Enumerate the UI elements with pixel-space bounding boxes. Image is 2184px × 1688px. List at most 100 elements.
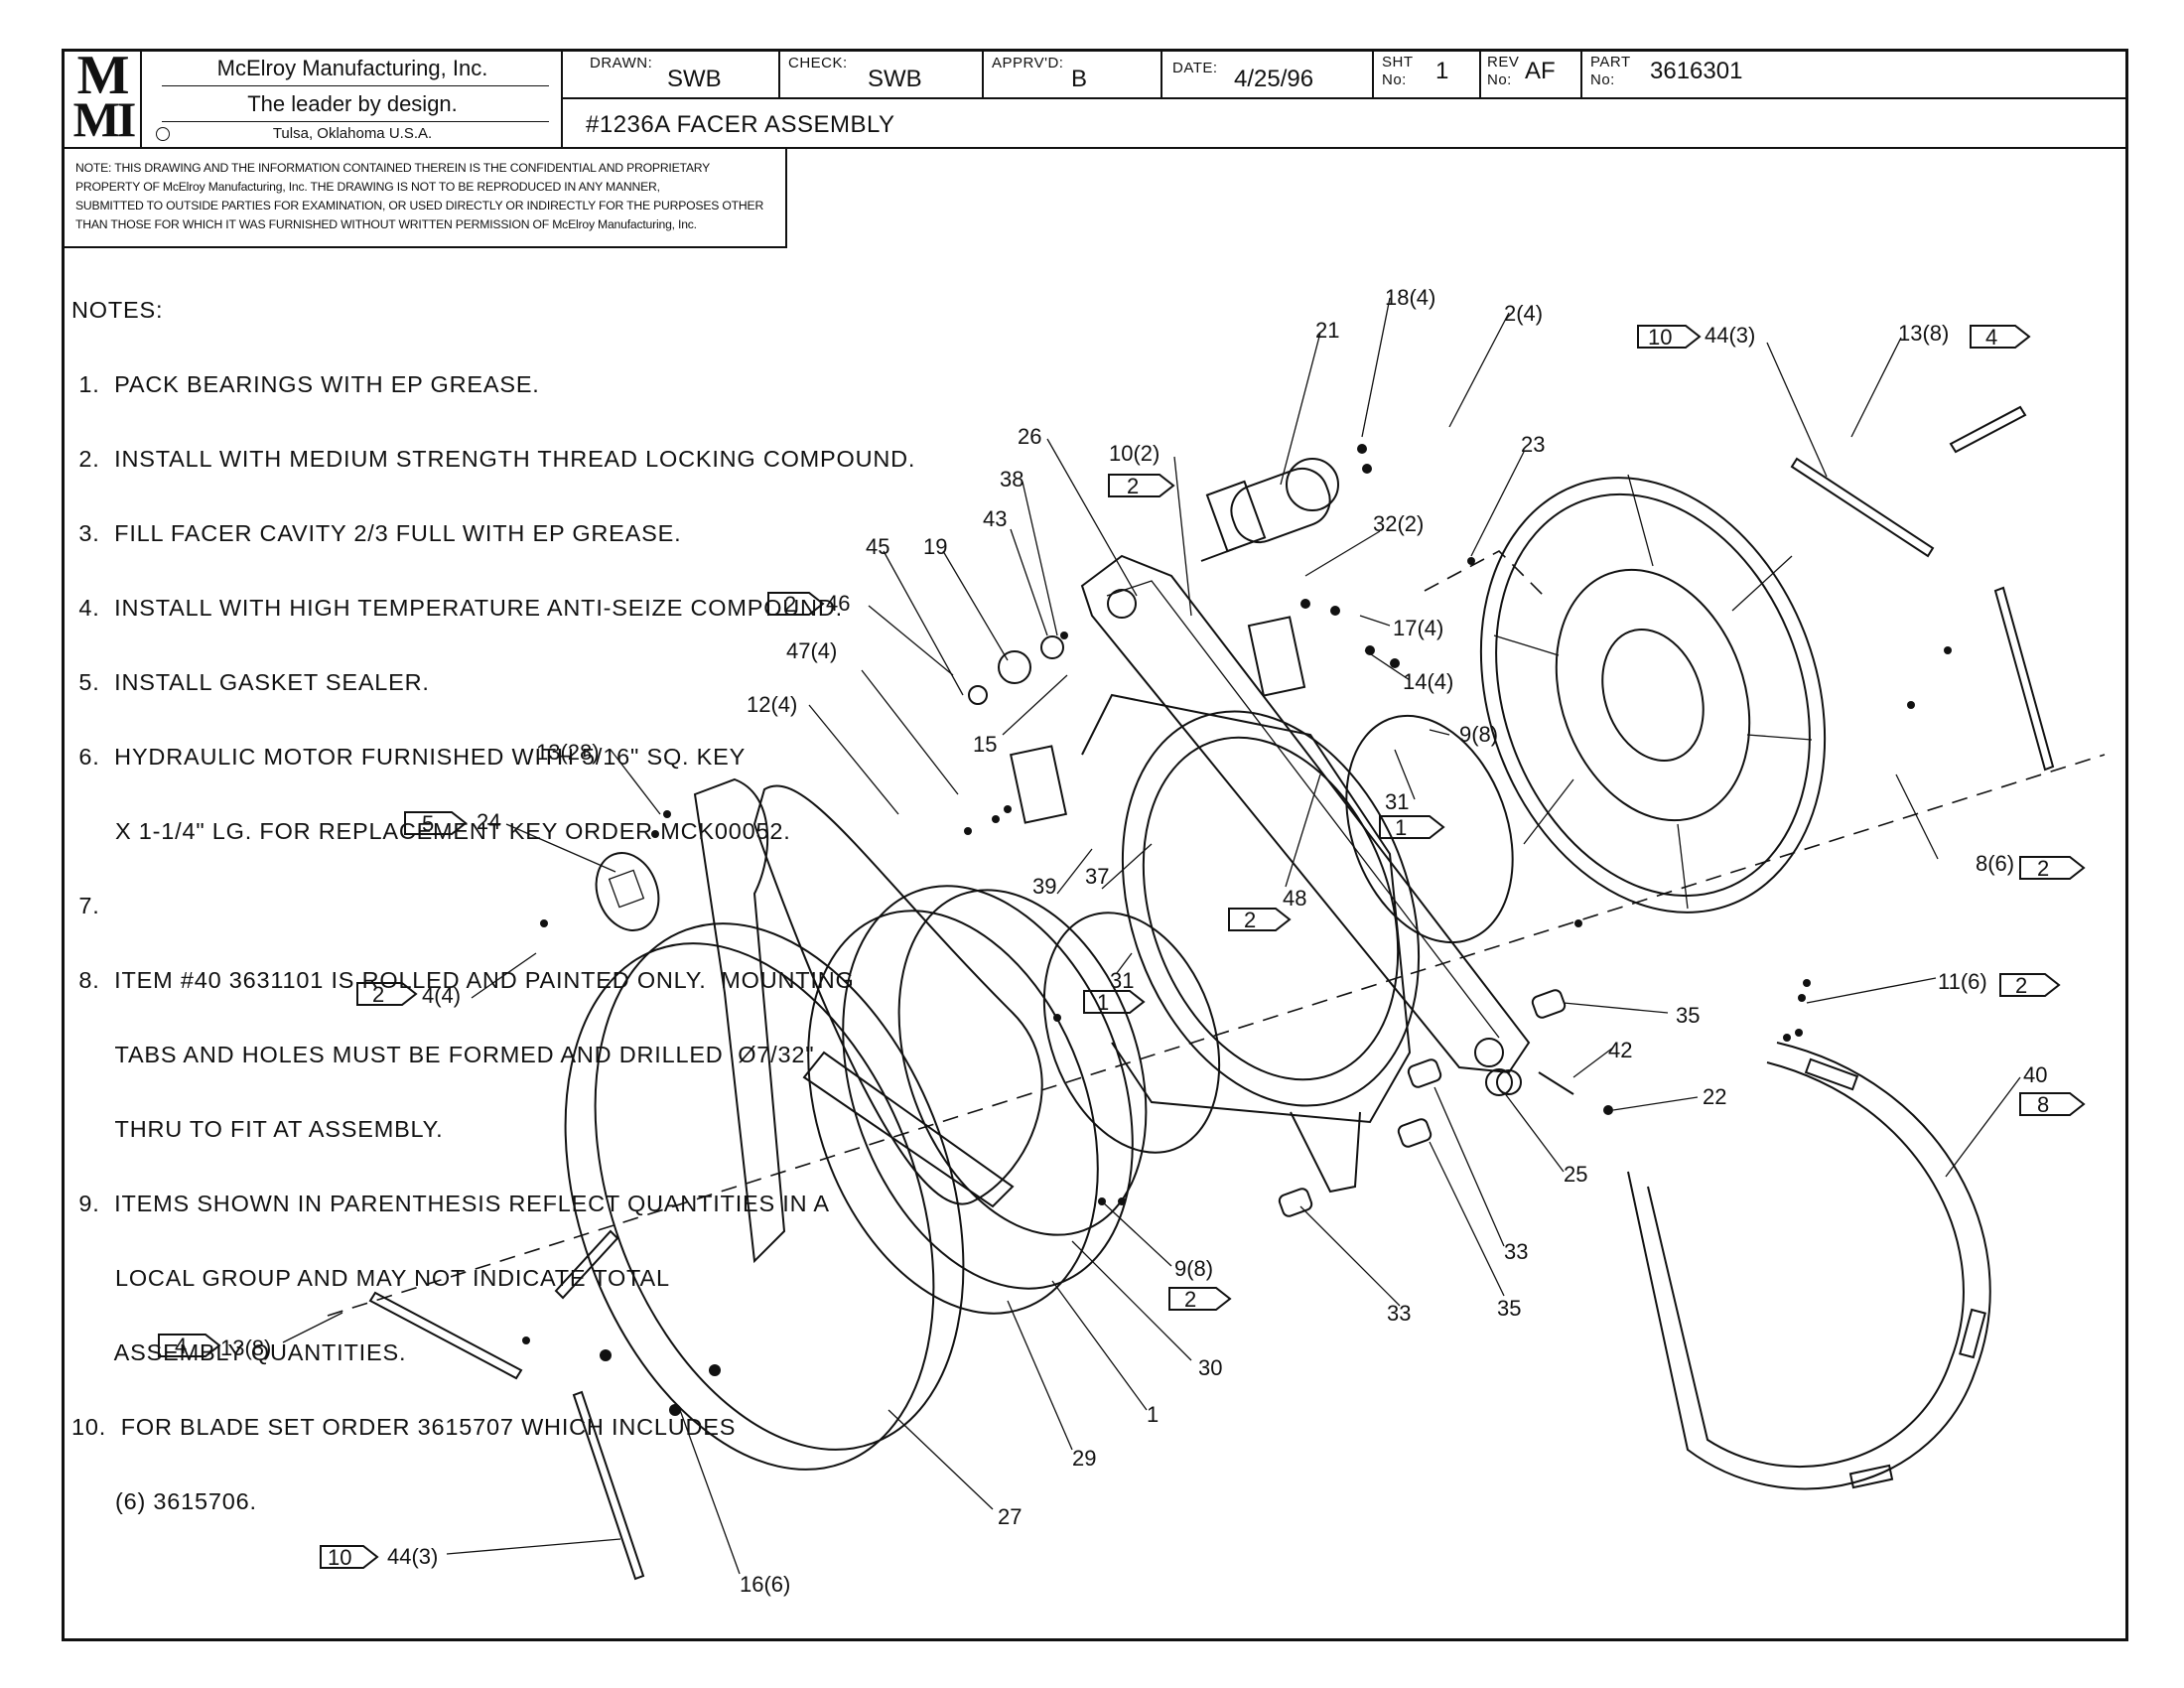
registered-mark-icon bbox=[156, 127, 170, 141]
revision-value: AF bbox=[1525, 58, 1556, 84]
revision-label-line2: No: bbox=[1487, 71, 1512, 88]
callout-45: 45 bbox=[866, 534, 889, 559]
bushing-35-upper-part bbox=[1531, 989, 1567, 1019]
assembly-centerline-upper bbox=[1424, 550, 1545, 597]
callout-30: 30 bbox=[1198, 1355, 1222, 1380]
date-label: DATE: bbox=[1172, 60, 1218, 76]
note-flag-10-lower: 10 bbox=[320, 1545, 379, 1570]
callout-24: 24 bbox=[477, 809, 500, 834]
note-line: ASSEMBLY QUANTITIES. bbox=[71, 1339, 407, 1365]
svg-text:1: 1 bbox=[1395, 815, 1407, 840]
note-flag-2-at-48: 2 bbox=[1228, 908, 1292, 932]
svg-text:8: 8 bbox=[2037, 1092, 2049, 1117]
note-flag-1-lower: 1 bbox=[1083, 990, 1146, 1015]
callout-32: 32(2) bbox=[1373, 511, 1424, 536]
callout-11: 11(6) bbox=[1938, 969, 1987, 994]
gasket-ring-upper-part bbox=[1345, 714, 1514, 944]
part-number-value: 3616301 bbox=[1650, 58, 1743, 84]
check-label: CHECK: bbox=[788, 55, 848, 71]
facer-plate-part bbox=[1479, 474, 1827, 914]
note-line: 10. FOR BLADE SET ORDER 3615707 WHICH IN… bbox=[71, 1414, 737, 1440]
blade-strip-bottom-left-part bbox=[572, 1390, 645, 1581]
callout-2: 2(4) bbox=[1504, 301, 1543, 326]
sheet-label-line2: No: bbox=[1382, 71, 1407, 88]
callout-9-upper: 9(8) bbox=[1459, 722, 1498, 747]
note-line: THRU TO FIT AT ASSEMBLY. bbox=[71, 1116, 444, 1142]
bushing-33-lower-part bbox=[1278, 1188, 1313, 1217]
logo-top-letter: M bbox=[76, 45, 130, 106]
proprietary-line: NOTE: THIS DRAWING AND THE INFORMATION C… bbox=[75, 161, 711, 175]
callout-8: 8(6) bbox=[1976, 851, 2014, 876]
note-line: X 1-1/4" LG. FOR REPLACEMENT KEY ORDER M… bbox=[71, 818, 791, 844]
approved-label: APPRV'D: bbox=[992, 55, 1064, 71]
bracket-plate-15-part bbox=[1009, 745, 1068, 824]
date-cell: DATE: 4/25/96 bbox=[1162, 52, 1374, 97]
callout-13-mid: 13(28) bbox=[536, 740, 600, 765]
part-label-line1: PART bbox=[1590, 54, 1631, 70]
approved-cell: APPRV'D: B bbox=[984, 52, 1162, 97]
callout-13-upper: 13(8) bbox=[1898, 321, 1949, 346]
bushing-33-upper-part bbox=[1407, 1058, 1442, 1088]
callout-26: 26 bbox=[1018, 424, 1041, 449]
leader-lines bbox=[282, 297, 2021, 1575]
svg-text:2: 2 bbox=[1244, 908, 1256, 932]
company-name: McElroy Manufacturing, Inc. bbox=[216, 56, 488, 80]
company-tagline: The leader by design. bbox=[247, 91, 458, 116]
callout-1: 1 bbox=[1147, 1402, 1159, 1427]
note-flag-2-at-46: 2 bbox=[767, 592, 825, 617]
note-line: 7. bbox=[71, 893, 100, 918]
callout-18: 18(4) bbox=[1385, 285, 1435, 310]
proprietary-line: SUBMITTED TO OUTSIDE PARTIES FOR EXAMINA… bbox=[75, 199, 764, 212]
company-rule-2 bbox=[162, 121, 549, 122]
proprietary-note: NOTE: THIS DRAWING AND THE INFORMATION C… bbox=[75, 159, 780, 234]
callout-35-upper: 35 bbox=[1676, 1003, 1700, 1028]
callout-29: 29 bbox=[1072, 1446, 1096, 1471]
svg-text:5: 5 bbox=[422, 811, 434, 836]
title-block-bottom bbox=[65, 147, 2125, 149]
drive-chain-part bbox=[752, 784, 1043, 1205]
svg-text:2: 2 bbox=[784, 592, 796, 617]
company-location: Tulsa, Oklahoma U.S.A. bbox=[272, 125, 433, 142]
blade-strip-upper-right-part bbox=[1790, 405, 2055, 772]
drawn-label: DRAWN: bbox=[590, 55, 653, 71]
callout-33-left: 33 bbox=[1387, 1301, 1411, 1326]
sheet-label-line1: SHT bbox=[1382, 54, 1414, 70]
callout-31-lower: 31 bbox=[1110, 968, 1134, 993]
drawn-value: SWB bbox=[667, 66, 722, 92]
seal-plate-part bbox=[595, 852, 660, 931]
approved-value: B bbox=[1071, 66, 1088, 92]
check-cell: CHECK: SWB bbox=[780, 52, 984, 97]
svg-text:4: 4 bbox=[1985, 325, 1997, 350]
svg-text:2: 2 bbox=[2037, 856, 2049, 881]
callout-4: 4(4) bbox=[422, 983, 461, 1008]
notes-heading: NOTES: bbox=[71, 297, 164, 323]
facer-frame-housing-part bbox=[1081, 693, 1421, 1194]
note-line: 8. ITEM #40 3631101 IS ROLLED AND PAINTE… bbox=[71, 967, 855, 993]
note-flag-4-lower: 4 bbox=[158, 1334, 221, 1358]
callout-39: 39 bbox=[1032, 874, 1056, 899]
note-line: (6) 3615706. bbox=[71, 1488, 257, 1514]
note-line: 6. HYDRAULIC MOTOR FURNISHED WITH 5/16" … bbox=[71, 744, 747, 770]
callout-46: 46 bbox=[826, 591, 850, 616]
note-flag-5: 5 bbox=[404, 811, 468, 836]
note-flag-2-at-10: 2 bbox=[1108, 474, 1175, 498]
nut-22-part bbox=[1603, 1105, 1613, 1115]
drive-arm-frame-part bbox=[1080, 554, 1531, 1095]
callout-35-lower: 35 bbox=[1497, 1296, 1521, 1321]
bearing-43-part bbox=[1040, 635, 1064, 659]
note-flag-2-at-11: 2 bbox=[1999, 973, 2061, 998]
revision-label-line1: REV bbox=[1487, 54, 1520, 70]
svg-text:2: 2 bbox=[372, 982, 384, 1007]
cover-disc-part bbox=[564, 922, 1015, 1471]
drawing-sheet-border bbox=[62, 49, 2128, 1641]
mmi-logo: M MI bbox=[65, 48, 142, 147]
note-line: 3. FILL FACER CAVITY 2/3 FULL WITH EP GR… bbox=[71, 520, 682, 546]
hydraulic-motor-part bbox=[1200, 458, 1339, 562]
note-flag-2-at-8: 2 bbox=[2019, 856, 2086, 881]
callout-47: 47(4) bbox=[786, 638, 837, 663]
svg-text:2: 2 bbox=[2015, 973, 2027, 998]
svg-text:2: 2 bbox=[1184, 1287, 1196, 1312]
callout-37: 37 bbox=[1085, 864, 1109, 889]
note-line: 5. INSTALL GASKET SEALER. bbox=[71, 669, 430, 695]
company-rule-1 bbox=[162, 85, 549, 86]
